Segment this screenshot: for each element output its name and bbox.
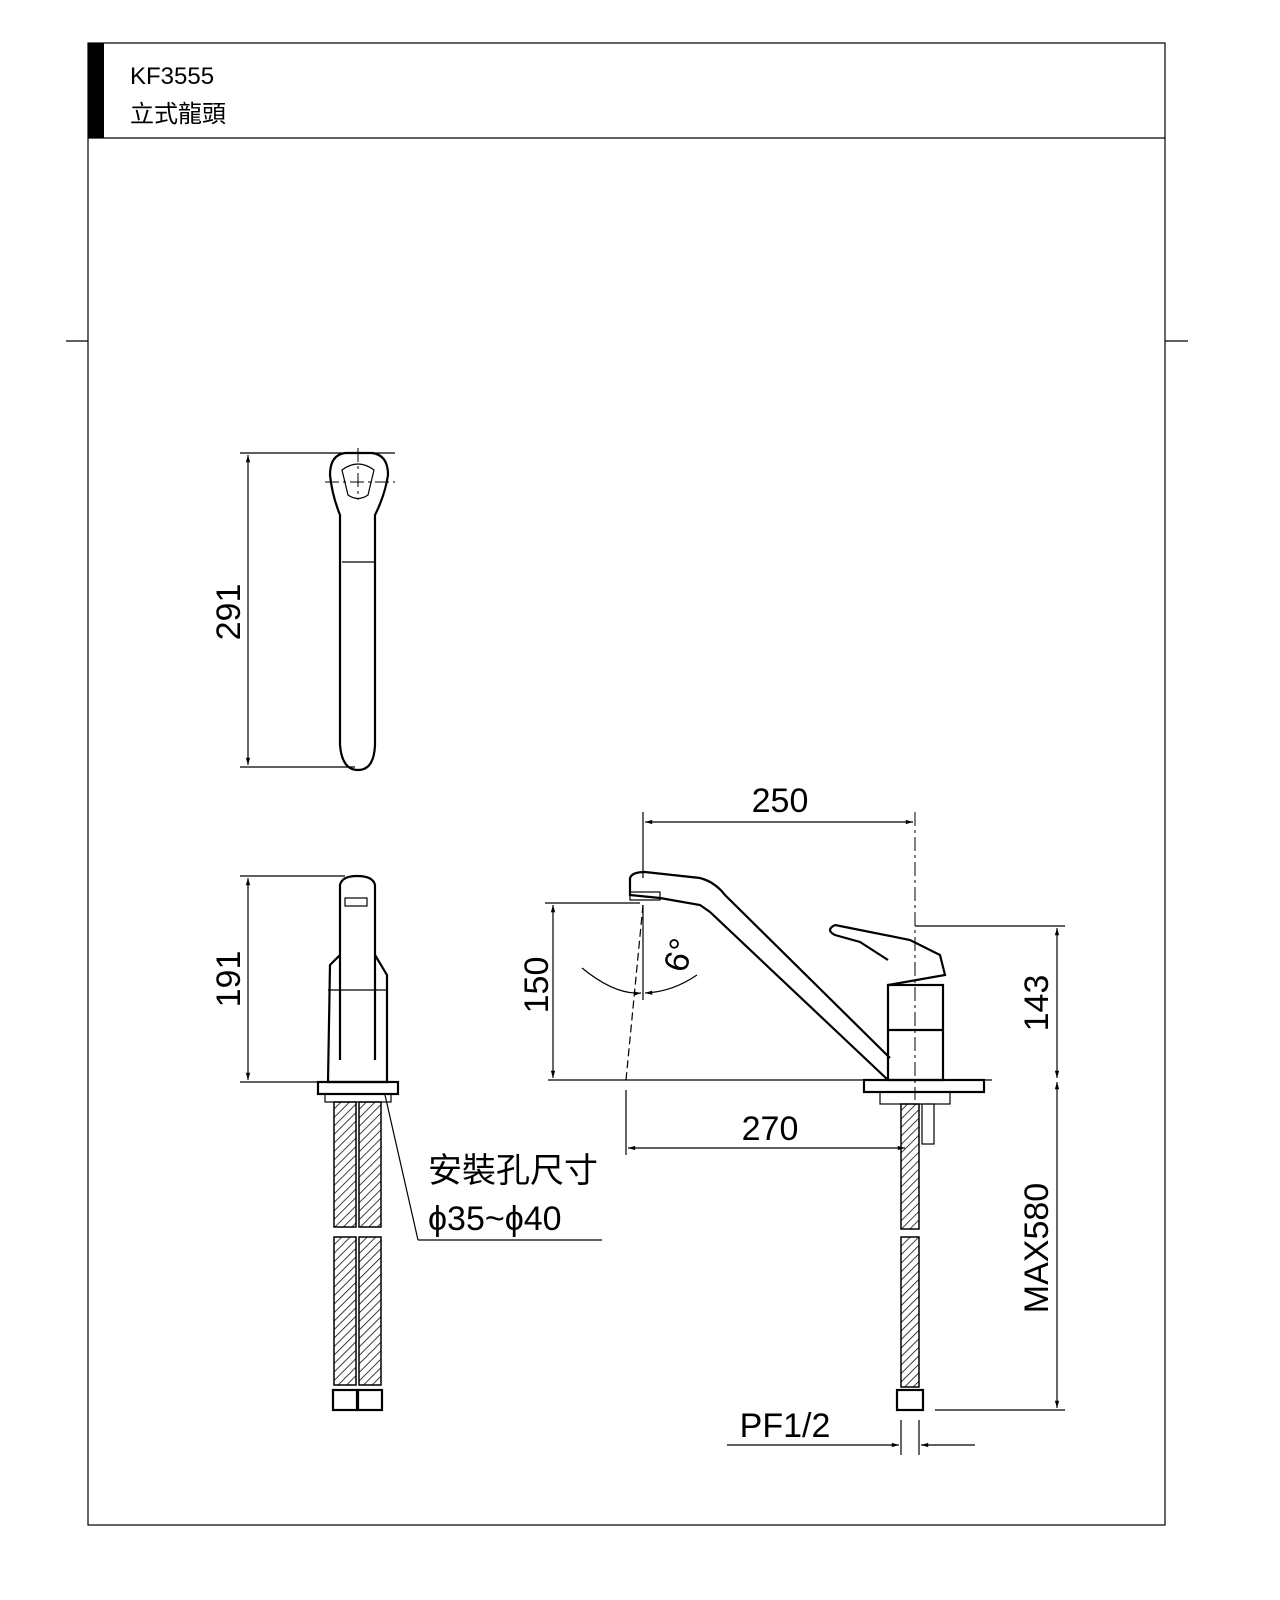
dim-143: 143 <box>1018 975 1056 1032</box>
dim-250: 250 <box>752 782 809 820</box>
install-hole-label: 安裝孔尺寸 <box>428 1152 598 1190</box>
front-view <box>545 812 1065 1455</box>
model-number: KF3555 <box>130 63 214 90</box>
dim-191: 191 <box>210 951 248 1008</box>
sheet-frame <box>66 42 1188 1526</box>
side-view <box>240 874 602 1412</box>
dim-pf12: PF1/2 <box>740 1407 831 1445</box>
product-title: 立式龍頭 <box>130 101 226 128</box>
dim-291: 291 <box>210 584 248 641</box>
top-view <box>240 448 395 772</box>
dim-angle-6: 6° <box>657 935 702 976</box>
dim-150: 150 <box>518 957 556 1014</box>
dim-270: 270 <box>742 1110 799 1148</box>
dim-max580: MAX580 <box>1018 1183 1056 1313</box>
install-hole-size: ϕ35~ϕ40 <box>428 1200 562 1238</box>
